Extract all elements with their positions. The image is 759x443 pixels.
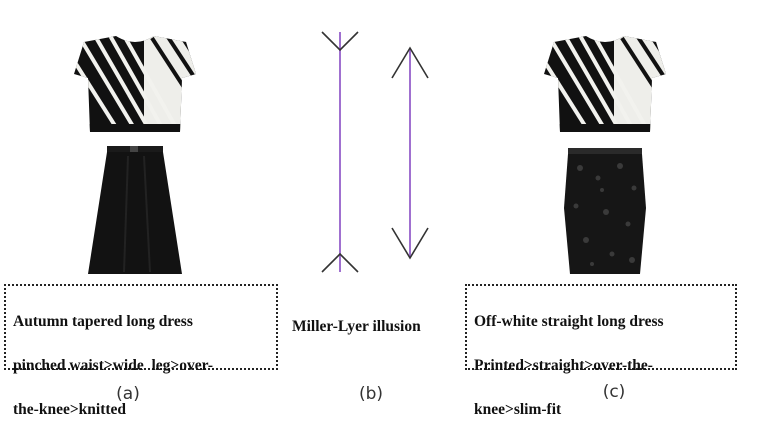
outfit-c-illustration xyxy=(544,36,666,274)
illusion-line-right xyxy=(391,46,429,260)
striped-top-a xyxy=(74,36,196,132)
illusion-caption: Miller-Lyer illusion xyxy=(292,318,421,335)
caption-c-line3: knee>slim-fit xyxy=(474,401,562,418)
caption-a-line3: the-knee>knitted xyxy=(13,401,127,418)
caption-c-line2: Printed>straight>over-the- xyxy=(474,357,653,374)
caption-a-line2: pinched waist>wide leg>over- xyxy=(13,357,214,374)
panel-label-a: (a) xyxy=(116,384,140,404)
skirt-a xyxy=(88,146,182,274)
caption-box-c: Off-white straight long dress Printed>st… xyxy=(465,284,737,418)
caption-box-a: Autumn tapered long dress pinched waist>… xyxy=(4,284,278,418)
panel-label-b: (b) xyxy=(358,384,384,404)
panel-label-c: (c) xyxy=(602,382,626,402)
caption-a-line1: Autumn tapered long dress xyxy=(13,313,193,330)
illusion-line-left xyxy=(321,31,359,273)
miller-lyer-illusion xyxy=(321,31,429,273)
caption-c-line1: Off-white straight long dress xyxy=(474,313,664,330)
striped-top-c xyxy=(544,36,666,132)
skirt-c xyxy=(564,148,646,274)
outfit-a-illustration xyxy=(74,36,196,274)
